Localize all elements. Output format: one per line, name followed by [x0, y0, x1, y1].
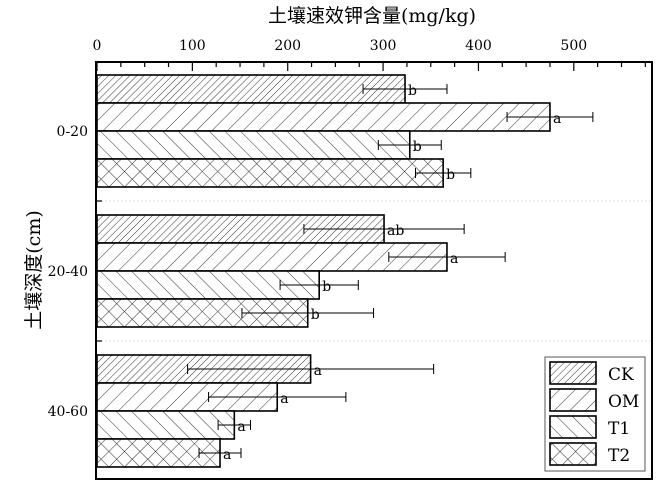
bar-ck-0-20: [96, 74, 406, 104]
error-bars: [187, 84, 594, 458]
plot-frame: [95, 61, 653, 480]
significance-label: a: [314, 363, 322, 379]
significance-label: a: [237, 419, 245, 435]
legend-swatch-om: [549, 388, 597, 412]
legend-label: T2: [608, 446, 630, 466]
x-tick-label: 0: [93, 38, 102, 54]
x-tick-label: 500: [560, 38, 587, 54]
legend-swatch-t2: [549, 442, 597, 466]
bar-t1-40-60: [96, 410, 236, 440]
significance-label: b: [446, 167, 455, 183]
significance-label: ab: [387, 223, 404, 239]
bar-t2-0-20: [96, 158, 444, 188]
group-separators: [97, 200, 652, 342]
y-tick-label: 0-20: [57, 124, 88, 140]
x-tick-label: 400: [465, 38, 492, 54]
y-axis-ticks: 0-20 20-40 40-60: [48, 124, 102, 420]
significance-label: a: [223, 447, 231, 463]
significance-label: b: [413, 139, 422, 155]
significance-label: b: [311, 307, 320, 323]
y-tick-label: 20-40: [48, 264, 88, 280]
x-axis-title: 土壤速效钾含量(mg/kg): [268, 5, 476, 27]
x-tick-label: 300: [370, 38, 397, 54]
bars: [96, 74, 551, 468]
legend-label: OM: [608, 392, 639, 412]
significance-label: b: [322, 279, 331, 295]
x-tick-label: 200: [274, 38, 301, 54]
bar-t1-0-20: [96, 130, 411, 160]
x-axis-ticks: 0 100 200 300 400 500: [93, 38, 646, 71]
significance-label: a: [553, 111, 561, 127]
legend-label: T1: [608, 419, 630, 439]
legend-label: CK: [608, 365, 634, 385]
x-tick-label: 100: [179, 38, 206, 54]
significance-label: a: [450, 251, 458, 267]
significance-label: a: [280, 391, 288, 407]
legend-swatch-ck: [549, 361, 597, 385]
legend-swatch-t1: [549, 415, 597, 439]
y-tick-label: 40-60: [48, 404, 88, 420]
bar-om-0-20: [96, 102, 551, 132]
significance-label: b: [408, 83, 417, 99]
y-axis-title: 土壤深度(cm): [23, 210, 45, 329]
